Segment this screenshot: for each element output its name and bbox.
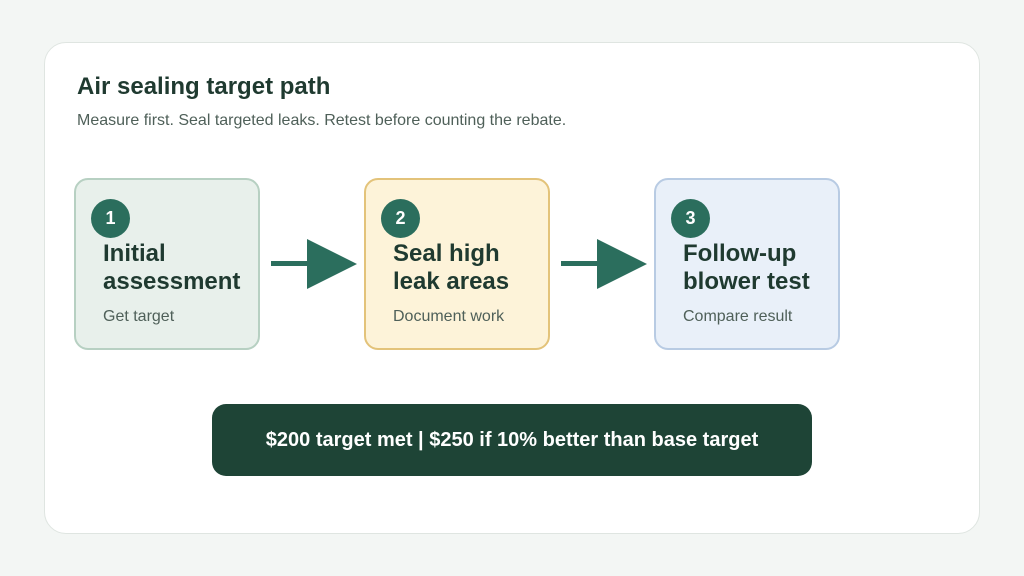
arrow-right-icon <box>271 239 357 289</box>
step-number-badge: 2 <box>381 199 420 238</box>
step-number-badge: 3 <box>671 199 710 238</box>
step-subtitle: Get target <box>103 308 175 325</box>
step-number-badge: 1 <box>91 199 130 238</box>
page-title: Air sealing target path <box>77 73 331 100</box>
step-follow-up-blower-test: 3 Follow-up blower test Compare result <box>654 178 840 350</box>
step-subtitle: Compare result <box>683 308 793 325</box>
rebate-banner: $200 target met | $250 if 10% better tha… <box>212 404 812 476</box>
arrow-right-icon <box>561 239 647 289</box>
step-title: Follow-up blower test <box>683 240 810 295</box>
step-title: Seal high leak areas <box>393 240 510 295</box>
step-initial-assessment: 1 Initial assessment Get target <box>74 178 260 350</box>
diagram-card: Air sealing target path Measure first. S… <box>44 42 980 534</box>
step-subtitle: Document work <box>393 308 505 325</box>
step-seal-high-leak-areas: 2 Seal high leak areas Document work <box>364 178 550 350</box>
step-title: Initial assessment <box>103 240 241 295</box>
page-subtitle: Measure first. Seal targeted leaks. Rete… <box>77 112 567 129</box>
